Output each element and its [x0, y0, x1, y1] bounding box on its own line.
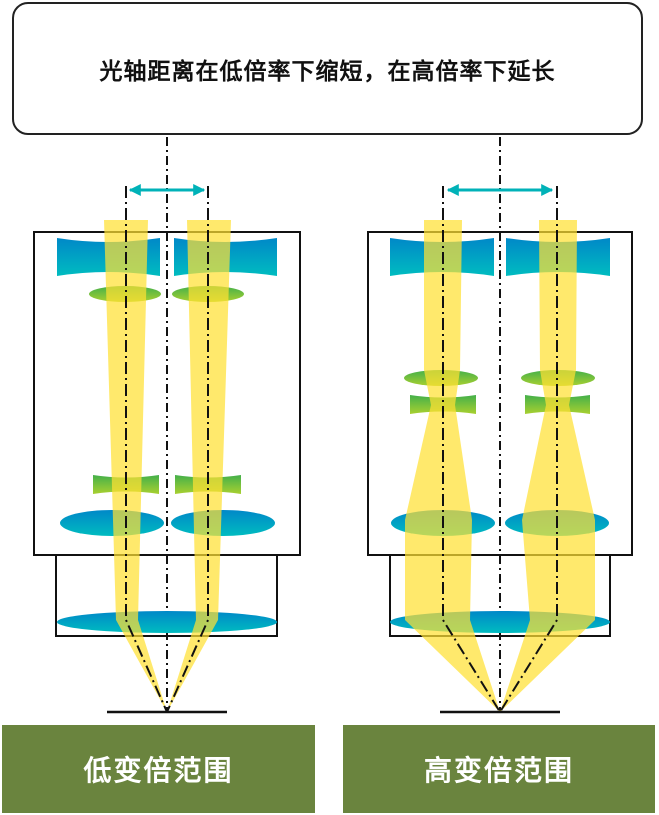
convex-lens: [60, 510, 164, 536]
high-zoom-panel: [367, 137, 633, 714]
objective-body: [389, 554, 611, 637]
title-text: 光轴距离在低倍率下缩短，在高倍率下延长: [99, 58, 556, 85]
optical-axis: [166, 186, 209, 713]
low-zoom-label: 低变倍范围: [83, 754, 234, 787]
light-beam: [167, 220, 231, 712]
light-beam: [405, 220, 500, 712]
light-beam: [500, 220, 595, 712]
high-zoom-label-box: 高变倍范围: [343, 725, 655, 813]
light-beam: [104, 220, 167, 712]
convex-lens: [171, 510, 275, 536]
low-zoom-label-box: 低变倍范围: [2, 725, 315, 813]
objective-body: [55, 554, 278, 637]
optical-axis: [442, 186, 501, 713]
objective-lens: [57, 611, 277, 633]
optical-axis: [125, 186, 168, 713]
optical-axis: [499, 186, 558, 713]
title-callout: 光轴距离在低倍率下缩短，在高倍率下延长: [12, 2, 643, 135]
high-zoom-label: 高变倍范围: [423, 754, 574, 787]
low-zoom-panel: [33, 137, 301, 714]
